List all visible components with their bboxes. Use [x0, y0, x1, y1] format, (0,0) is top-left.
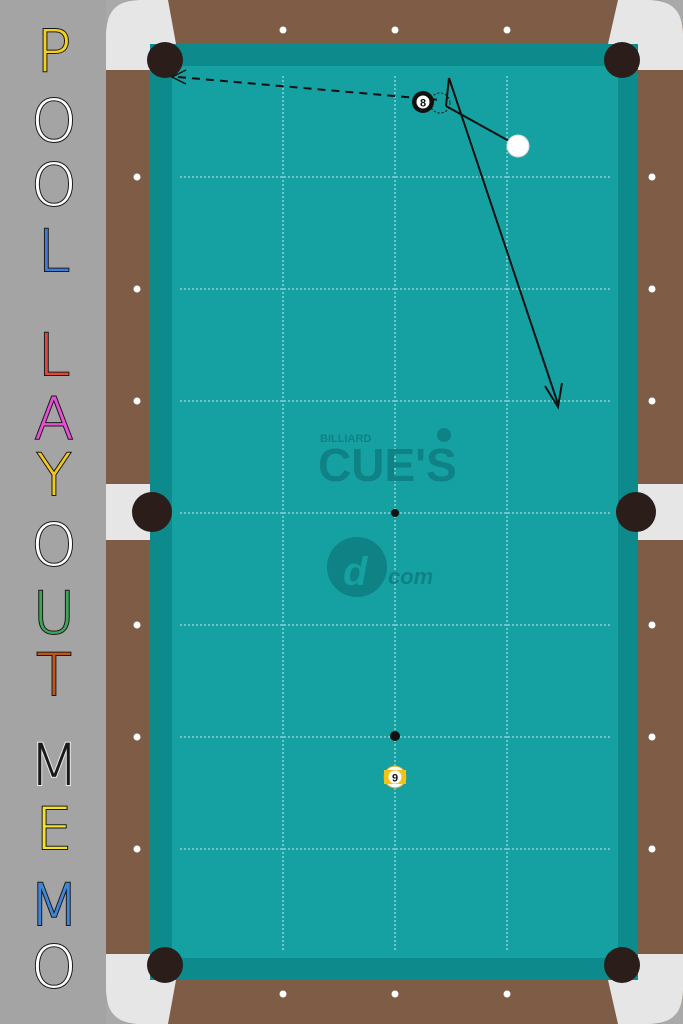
pocket-bottom-right[interactable]: [604, 947, 640, 983]
title-letter: Y: [35, 441, 72, 509]
diamond-marker: [133, 173, 141, 181]
diamond-marker: [133, 733, 141, 741]
watermark-big: CUE'S: [318, 439, 457, 491]
ball-9[interactable]: 9: [383, 765, 407, 789]
ball-8-label: 8: [420, 98, 426, 110]
diamond-marker: [279, 990, 287, 998]
watermark-logo: BILLIARD CUE'S d com: [318, 428, 457, 597]
cue-path-arrowhead: [544, 382, 563, 410]
cue-path-to-rail: [445, 77, 450, 107]
cue-path-to-ghost: [445, 105, 519, 147]
ghost-ball: [429, 92, 451, 114]
title-letter: U: [32, 579, 76, 647]
rail-diamonds: [133, 26, 656, 998]
title-letter: P: [36, 17, 73, 85]
pocket-middle-right[interactable]: [616, 492, 656, 532]
center-spot: [391, 509, 399, 517]
cue-ball[interactable]: [506, 134, 530, 158]
pockets: [132, 42, 656, 983]
pocket-top-left[interactable]: [147, 42, 183, 78]
title-letter: M: [28, 731, 80, 799]
diamond-marker: [648, 733, 656, 741]
title-letter: L: [37, 217, 71, 285]
title-letter: T: [35, 641, 72, 709]
title-letter: E: [35, 795, 74, 863]
title-letter: O: [30, 87, 78, 155]
foot-spot: [390, 731, 400, 741]
diamond-marker: [391, 26, 399, 34]
diamond-marker: [648, 397, 656, 405]
title-letter: O: [30, 933, 78, 1001]
diamond-marker: [648, 845, 656, 853]
diamond-marker: [648, 621, 656, 629]
watermark-dot: [437, 428, 451, 442]
cue-path-after-rail: [448, 77, 559, 405]
title-letter: O: [30, 511, 78, 579]
shot-lines: [170, 69, 563, 410]
watermark-com: com: [388, 564, 433, 589]
diamond-marker: [391, 990, 399, 998]
diamond-marker: [133, 845, 141, 853]
diamond-marker: [279, 26, 287, 34]
title-letter: L: [37, 321, 71, 389]
diamond-marker: [133, 621, 141, 629]
aim-arrowhead: [170, 69, 187, 85]
pocket-middle-left[interactable]: [132, 492, 172, 532]
ball-9-label: 9: [392, 773, 398, 785]
title-letter: O: [30, 151, 78, 219]
diamond-marker: [648, 173, 656, 181]
diamond-marker: [503, 990, 511, 998]
pocket-top-right[interactable]: [604, 42, 640, 78]
diamond-marker: [133, 285, 141, 293]
diamond-marker: [133, 397, 141, 405]
watermark-d-logo: [327, 537, 387, 597]
title-letter: A: [33, 385, 75, 453]
aim-line: [177, 76, 441, 101]
title-letter: M: [28, 871, 80, 939]
ball-8[interactable]: 8: [412, 91, 434, 113]
watermark-d-letter: d: [343, 550, 369, 594]
diamond-marker: [503, 26, 511, 34]
pocket-bottom-left[interactable]: [147, 947, 183, 983]
diamond-marker: [648, 285, 656, 293]
watermark-small: BILLIARD: [320, 433, 371, 445]
